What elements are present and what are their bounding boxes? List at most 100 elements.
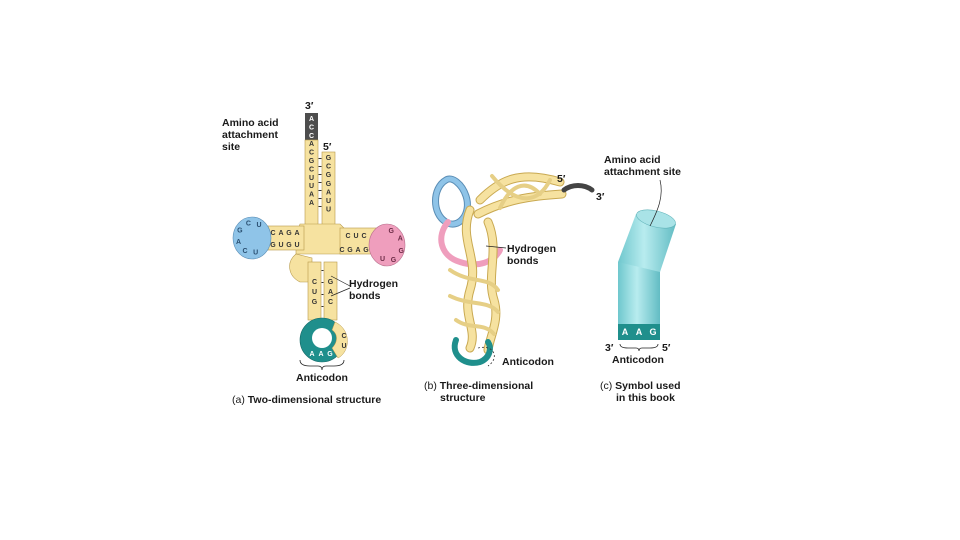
t-stem-base: C: [345, 233, 350, 240]
anticodon-stem-base: A: [328, 289, 333, 296]
acceptor-base: G: [326, 181, 332, 188]
symbol-base-letter: A: [636, 327, 643, 337]
a-hydrogen-bonds-label: Hydrogen bonds: [349, 278, 399, 302]
acceptor-base: A: [309, 192, 314, 199]
b-caption: (b) Three-dimensional structure: [424, 380, 534, 404]
b-d-loop: [432, 175, 471, 228]
d-stem-base: U: [278, 242, 283, 249]
a-5prime-label: 5′: [323, 141, 332, 153]
hydrogen-bond-marks: [318, 158, 324, 307]
b-hydrogen-pointer: [485, 245, 507, 249]
acceptor-3-end: [305, 113, 318, 140]
b-5prime-label: 5′: [557, 173, 566, 185]
acceptor-base: G: [326, 155, 332, 162]
c-3prime-label: 3′: [605, 342, 614, 354]
a-3prime-label: 3′: [305, 100, 314, 112]
anticodon-stem-base: U: [312, 289, 317, 296]
acceptor-base: C: [309, 133, 314, 140]
symbol-base-letter: G: [649, 327, 656, 337]
d-loop-base: G: [237, 228, 243, 235]
anticodon-base: A: [309, 351, 314, 358]
c-caption: (c) Symbol used in this book: [600, 380, 681, 404]
symbol-cylinder-lower: [618, 262, 660, 324]
c-amino-site-label: Amino acid attachment site: [604, 154, 682, 178]
t-stem-base: G: [363, 247, 369, 254]
symbol-base-letter: A: [622, 327, 629, 337]
acceptor-base: G: [309, 158, 315, 165]
b-anticodon-label: Anticodon: [502, 356, 554, 368]
symbol-anticodon-bracket: [619, 343, 659, 352]
a-anticodon-label: Anticodon: [296, 372, 348, 384]
symbol-amino-pointer: [649, 179, 662, 227]
acceptor-base: C: [309, 166, 314, 173]
anticodon-bracket-a: [299, 359, 345, 371]
acceptor-base: A: [309, 141, 314, 148]
b-3prime-label: 3′: [596, 191, 605, 203]
c-anticodon-label: Anticodon: [612, 354, 664, 366]
d-loop-base: A: [236, 239, 241, 246]
b-anticodon-dashed: [477, 346, 495, 367]
b-3-end: [561, 183, 595, 193]
a-amino-site-label: Amino acid attachment site: [222, 117, 279, 153]
anticodon-base: G: [327, 351, 333, 358]
t-stem-base: U: [353, 233, 358, 240]
d-stem-base: U: [294, 242, 299, 249]
b-anticodon-loop: [451, 337, 493, 366]
t-stem-base: G: [347, 247, 353, 254]
d-stem-base: A: [294, 230, 299, 237]
acceptor-helix: [473, 172, 567, 219]
d-stem-base: G: [270, 242, 276, 249]
d-loop-base: C: [246, 221, 251, 228]
anticodon-stem-base: C: [328, 299, 333, 306]
d-loop: [232, 216, 272, 260]
acceptor-base: A: [309, 200, 314, 207]
d-loop-base: U: [253, 249, 258, 256]
anticodon-loop-inner: [312, 328, 332, 348]
symbol-cylinder-top: [636, 209, 676, 229]
anticodon-stem-base: C: [312, 279, 317, 286]
acceptor-base: U: [309, 175, 314, 182]
acceptor-base: U: [326, 198, 331, 205]
b-hydrogen-bonds-label: Hydrogen bonds: [507, 243, 557, 267]
t-stem-base: C: [361, 233, 366, 240]
symbol-base-band: [618, 324, 660, 340]
acceptor-base: C: [309, 124, 314, 131]
t-loop-base: U: [380, 256, 385, 263]
c-5prime-label: 5′: [662, 342, 671, 354]
d-stem-base: G: [286, 242, 292, 249]
acceptor-base: A: [309, 116, 314, 123]
acceptor-base: A: [326, 189, 331, 196]
acceptor-base: G: [326, 172, 332, 179]
anticodon-stem-base: G: [312, 299, 318, 306]
symbol-cylinder-upper: [618, 214, 676, 272]
anticodon-loop-base: U: [341, 343, 346, 350]
anticodon-stem-base: G: [328, 279, 334, 286]
t-loop-base: G: [398, 248, 404, 255]
acceptor-base: C: [309, 150, 314, 157]
t-stem-base: C: [339, 247, 344, 254]
d-stem-base: C: [270, 230, 275, 237]
d-loop-base: C: [242, 248, 247, 255]
b-body-helix: [448, 205, 501, 355]
a-caption: (a) Two-dimensional structure: [232, 394, 382, 406]
acceptor-base: C: [326, 164, 331, 171]
anticodon-loop-pale: [331, 321, 348, 359]
acceptor-base: U: [326, 207, 331, 214]
t-loop-base: A: [398, 236, 403, 243]
t-loop: [368, 223, 406, 267]
acceptor-base: U: [309, 183, 314, 190]
t-stem-base: A: [355, 247, 360, 254]
t-loop-base: G: [391, 257, 397, 264]
d-stem-base: G: [286, 230, 292, 237]
t-loop-base: G: [389, 228, 395, 235]
anticodon-loop-base: C: [341, 333, 346, 340]
d-loop-base: U: [256, 222, 261, 229]
d-stem-base: A: [278, 230, 283, 237]
anticodon-base: A: [318, 351, 323, 358]
hydrogen-bonds-pointer: [330, 275, 351, 297]
